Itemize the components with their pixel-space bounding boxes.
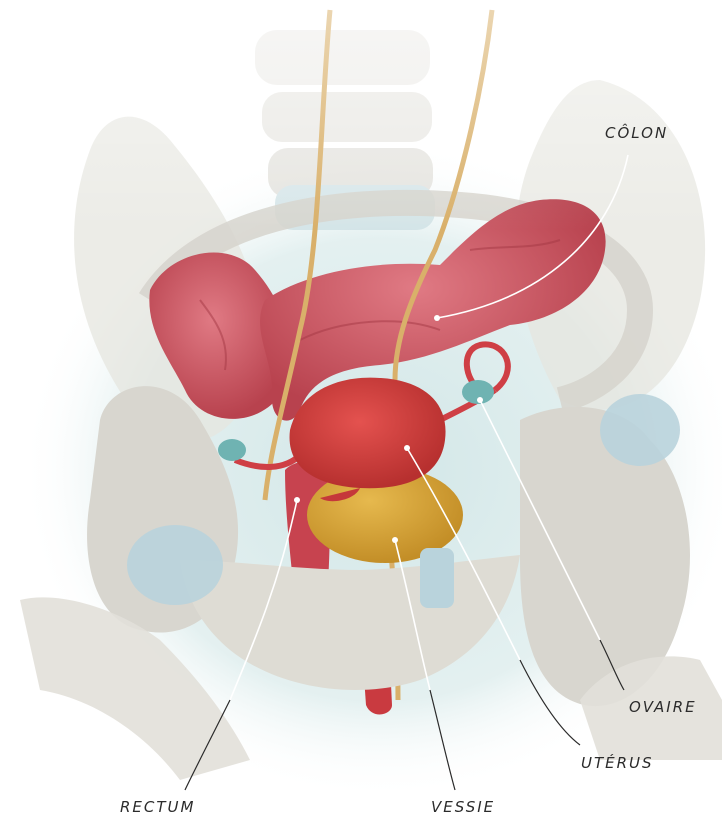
- label-uterus: UTÉRUS: [581, 753, 654, 772]
- right-hip-cartilage: [600, 394, 680, 466]
- ovary-left: [218, 439, 246, 461]
- label-vessie: VESSIE: [431, 798, 495, 816]
- pubic-symphysis: [420, 548, 454, 608]
- label-rectum: RECTUM: [120, 798, 195, 816]
- label-ovaire: OVAIRE: [629, 698, 697, 716]
- label-colon: CÔLON: [605, 123, 668, 142]
- top-fade: [0, 0, 722, 230]
- left-hip-cartilage: [127, 525, 223, 605]
